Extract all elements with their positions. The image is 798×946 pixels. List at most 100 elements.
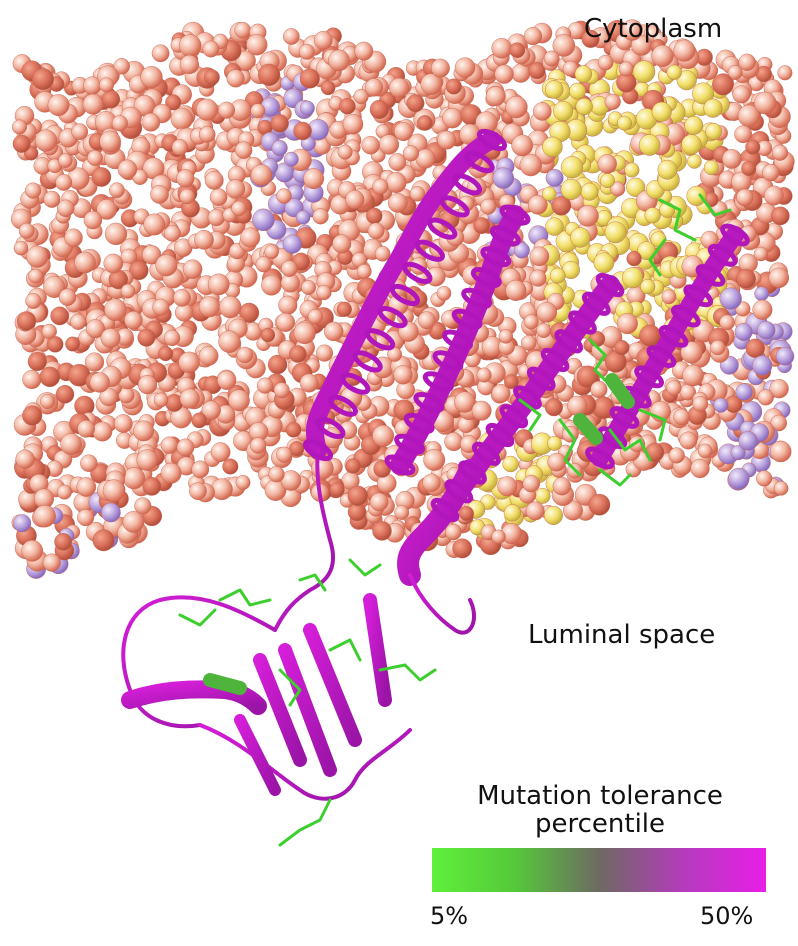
atom-sphere [575,97,593,116]
atom-sphere [270,114,289,133]
atom-sphere [409,186,426,202]
atom-sphere [255,256,272,273]
atom-sphere [597,154,617,174]
atom-sphere [666,380,682,396]
atom-sphere [502,455,519,473]
atom-sphere [209,188,228,206]
atom-sphere [178,351,200,374]
sidechain [598,468,632,487]
atom-sphere [676,70,697,91]
atom-sphere [491,383,511,403]
helix-turn [683,284,714,308]
atom-sphere [763,185,784,206]
atom-sphere [111,115,128,132]
atom-sphere [25,292,42,309]
atom-sphere [33,505,56,528]
atom-sphere [299,68,320,89]
helix-turn [499,404,529,429]
atom-sphere [385,172,407,193]
atom-sphere [56,199,75,218]
sidechain [278,668,302,707]
strand-4 [363,593,392,707]
atom-sphere [324,321,344,342]
atom-sphere [179,54,199,75]
atom-sphere [109,182,125,198]
helix-turn [585,446,615,470]
atom-sphere [179,188,195,205]
helix-turns [302,128,750,523]
helix-turn [327,394,358,417]
atom-sphere [638,134,661,156]
atom-sphere [24,182,42,199]
helix-turn [720,223,750,247]
atom-sphere [369,492,389,512]
helix-5 [397,459,481,586]
atom-sphere [173,288,191,307]
atom-sphere [616,313,638,335]
atom-sphere [170,107,193,130]
legend-max-label: 50% [700,902,754,930]
atom-sphere [393,365,413,385]
atom-sphere [580,182,599,201]
atom-sphere [234,21,251,39]
atom-sphere [16,311,37,331]
atom-sphere [99,387,118,407]
atom-sphere [773,480,789,496]
atom-sphere [494,64,514,84]
atom-sphere [102,479,126,502]
sidechain [218,588,272,607]
sidechain [608,428,652,462]
helix-turn [458,460,487,485]
atom-sphere [387,346,402,362]
atom-sphere [15,449,35,469]
atom-sphere [320,80,336,96]
atom-sphere [298,43,315,60]
atom-sphere [600,173,615,189]
atom-sphere [519,154,542,177]
atom-sphere [387,192,408,213]
atom-sphere [339,97,356,115]
atom-sphere [542,186,557,202]
atom-sphere [730,445,746,461]
atom-sphere [22,405,43,426]
atom-sphere [345,190,365,210]
atom-sphere [480,198,497,215]
atom-sphere [417,311,436,330]
atom-sphere [552,34,575,57]
atom-sphere [295,210,311,225]
atom-sphere [614,340,630,356]
helix-turn [394,433,426,455]
atom-sphere [282,234,302,254]
atom-sphere [353,88,369,105]
helix-turn [422,371,454,393]
atom-sphere [485,86,506,107]
helix-turn [476,128,508,152]
atom-sphere [364,78,384,97]
helix-turn [352,350,383,373]
atom-sphere [752,299,773,320]
atom-sphere [445,78,462,95]
atom-sphere [140,66,163,89]
helix-turn [695,264,726,287]
atom-sphere [640,279,656,295]
atom-sphere [632,60,656,83]
atom-sphere [71,123,89,141]
atom-sphere [136,449,158,471]
atom-sphere [741,160,757,176]
helix-turn [634,365,664,389]
helix-turn [461,287,493,309]
atom-sphere [719,314,735,331]
atom-sphere [64,228,83,248]
legend-title: Mutation tolerance percentile [420,782,780,838]
atom-sphere [543,50,560,67]
atom-sphere [581,29,600,48]
helix-turn [499,204,531,226]
atom-sphere [673,39,696,62]
atom-sphere [681,134,702,155]
helix-turn [595,272,625,298]
atom-sphere [528,62,546,80]
legend-title-line1: Mutation tolerance [477,781,723,811]
cytoplasm-label: Cytoplasm [584,14,723,44]
luminal-loop-2 [198,723,412,801]
